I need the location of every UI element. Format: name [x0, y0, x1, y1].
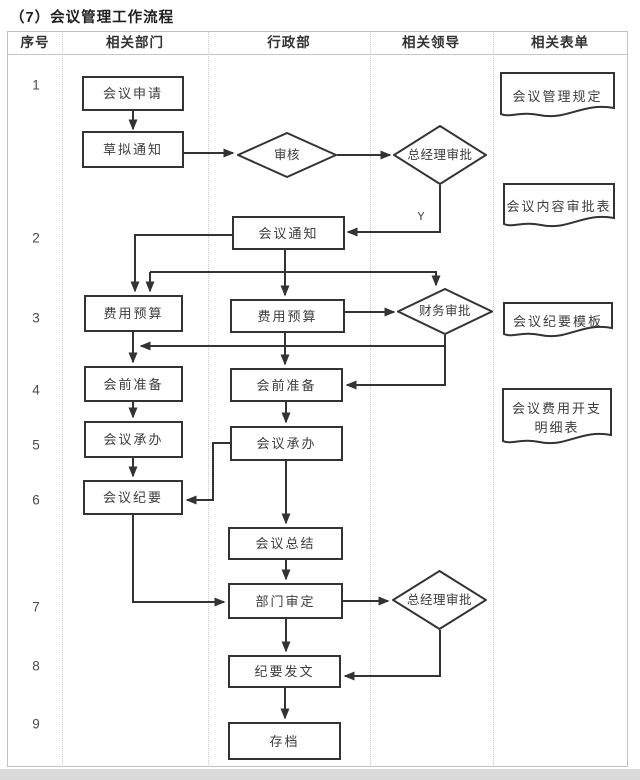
row-number: 6	[32, 492, 40, 508]
column-separator	[493, 31, 494, 767]
row-number: 2	[32, 230, 40, 246]
node-finance-approval: 财务审批	[397, 288, 493, 335]
node-label: 纪要发文	[254, 664, 315, 679]
node-host-dept: 会议承办	[84, 421, 183, 458]
row-number: 4	[32, 382, 40, 398]
node-budget-dept: 费用预算	[84, 295, 183, 332]
node-archive: 存档	[228, 722, 341, 760]
node-prep-dept: 会前准备	[84, 366, 183, 402]
node-label: 费用预算	[103, 306, 164, 321]
node-label: 会议内容审批表	[506, 199, 612, 214]
node-summary-admin: 会议总结	[228, 527, 343, 560]
node-gm-approval-1: 总经理审批	[393, 125, 487, 185]
node-host-admin: 会议承办	[230, 426, 343, 461]
column-separator	[370, 31, 371, 767]
column-separator	[208, 31, 209, 767]
column-separator	[62, 31, 63, 767]
row-number: 1	[32, 77, 40, 93]
row-number: 5	[32, 437, 40, 453]
node-draft-notice: 草拟通知	[82, 131, 184, 168]
row-number: 3	[32, 310, 40, 326]
row-number: 9	[32, 716, 40, 732]
node-label: 会议管理规定	[512, 88, 603, 104]
node-doc-minutes-template: 会议纪要模板	[503, 302, 613, 340]
node-label: 审核	[273, 147, 300, 162]
node-label: 会议承办	[103, 432, 164, 447]
node-label: 会前准备	[103, 376, 164, 392]
column-header: 序号	[20, 35, 50, 50]
node-gm-approval-2: 总经理审批	[392, 570, 487, 630]
node-label: 费用预算	[257, 308, 318, 324]
column-header: 相关表单	[531, 35, 589, 50]
node-meeting-apply: 会议申请	[82, 76, 184, 111]
node-label: 会议纪要模板	[512, 313, 603, 329]
node-label: 会议承办	[256, 436, 317, 451]
node-budget-admin: 费用预算	[230, 299, 345, 333]
node-label: 会议总结	[255, 536, 316, 551]
column-header: 相关领导	[402, 35, 460, 50]
node-doc-expense-detail: 会议费用开支 明细表	[502, 388, 612, 447]
node-review: 审核	[237, 132, 337, 178]
column-header: 行政部	[267, 35, 311, 50]
node-label: 部门审定	[255, 593, 316, 609]
page-title: （7）会议管理工作流程	[10, 10, 175, 26]
node-doc-meeting-rules: 会议管理规定	[500, 72, 615, 120]
node-meeting-notice: 会议通知	[232, 216, 345, 250]
node-label: 会议纪要	[102, 490, 163, 505]
node-minutes-dept: 会议纪要	[83, 480, 183, 515]
node-label: 草拟通知	[102, 142, 163, 157]
connector-label-yes: Y	[417, 210, 425, 224]
node-label: 会议费用开支 明细表	[511, 400, 602, 435]
node-label: 会议通知	[258, 225, 319, 241]
node-issue-minutes: 纪要发文	[228, 655, 341, 688]
page-bottom-edge	[0, 769, 640, 780]
node-label: 总经理审批	[406, 592, 472, 607]
node-label: 会前准备	[256, 377, 317, 393]
node-label: 存档	[269, 733, 300, 749]
node-label: 会议申请	[102, 86, 163, 101]
row-number: 7	[32, 599, 40, 615]
node-prep-admin: 会前准备	[230, 368, 343, 402]
node-dept-review: 部门审定	[228, 583, 343, 619]
node-label: 财务审批	[418, 304, 471, 318]
row-number: 8	[32, 658, 40, 674]
node-doc-content-approval: 会议内容审批表	[503, 183, 615, 230]
node-label: 总经理审批	[407, 147, 473, 162]
column-header: 相关部门	[106, 35, 164, 50]
table-header-divider	[8, 54, 627, 55]
